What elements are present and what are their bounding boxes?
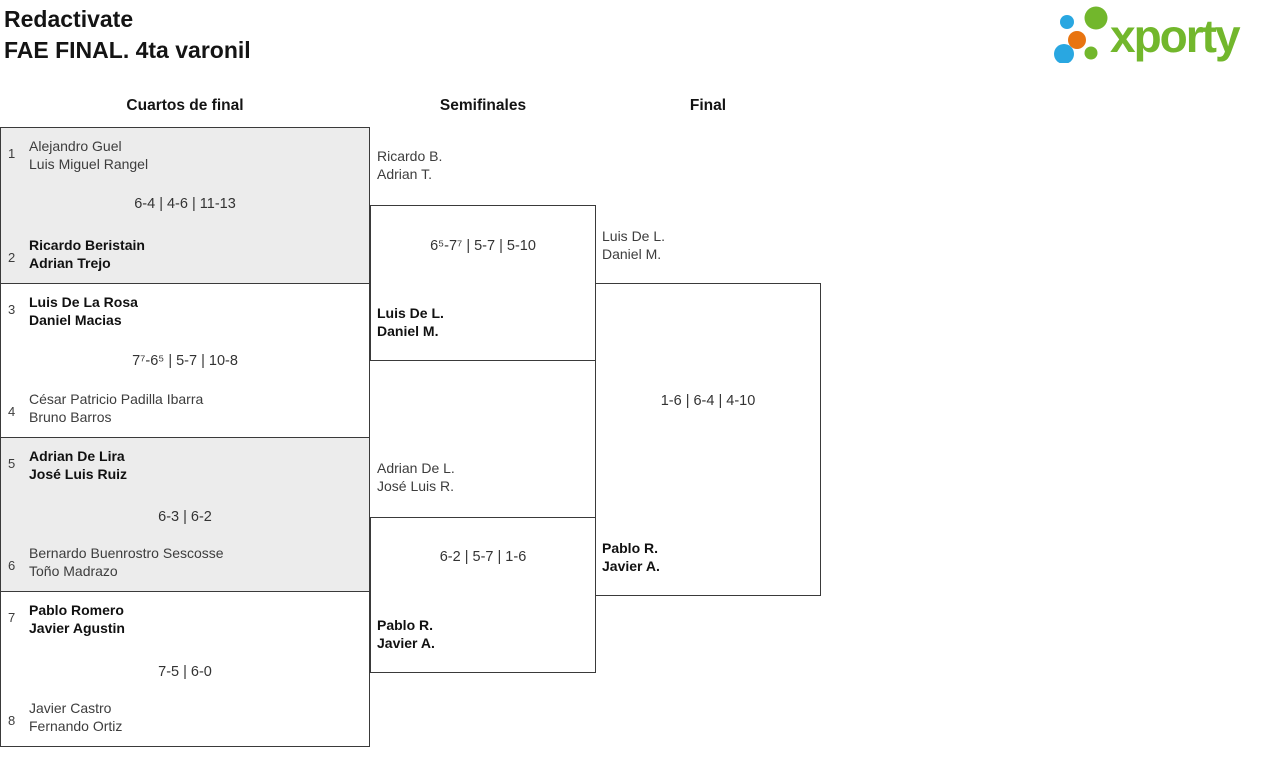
player-name: Javier Castro	[29, 700, 112, 716]
match-score: 7-5 | 6-0	[158, 664, 212, 680]
player-name: César Patricio Padilla Ibarra	[29, 391, 204, 407]
player-name: Javier A.	[377, 634, 435, 651]
team-qf2-bottom: César Patricio Padilla Ibarra Bruno Barr…	[29, 391, 203, 426]
team-sf1-bottom: Luis De L. Daniel M.	[377, 305, 444, 340]
player-name: Ricardo Beristain	[29, 237, 145, 253]
team-sf1-top: Ricardo B. Adrian T.	[377, 148, 442, 183]
match-score: 6⁵-7⁷ | 5-7 | 5-10	[430, 238, 536, 254]
page-title: Redactivate FAE FINAL. 4ta varonil	[4, 4, 251, 66]
player-name: Daniel Macias	[29, 311, 122, 328]
player-name: Fernando Ortiz	[29, 717, 123, 734]
player-name: Daniel M.	[377, 322, 439, 339]
player-name: Luis De L.	[377, 305, 444, 321]
player-name: José Luis R.	[377, 477, 455, 494]
match-score: 6-4 | 4-6 | 11-13	[134, 196, 236, 212]
category-name: FAE FINAL. 4ta varonil	[4, 37, 251, 63]
player-name: Ricardo B.	[377, 148, 443, 164]
player-name: Javier A.	[602, 557, 660, 574]
match-sf2	[370, 517, 596, 673]
team-qf2-top: Luis De La Rosa Daniel Macias	[29, 294, 138, 329]
seed-number: 8	[8, 713, 16, 728]
match-qf3: 5 Adrian De Lira José Luis Ruiz 6-3 | 6-…	[0, 437, 370, 592]
match-qf1: 1 Alejandro Guel Luis Miguel Rangel 6-4 …	[0, 127, 370, 284]
player-name: Toño Madrazo	[29, 562, 118, 579]
match-score: 7⁷-6⁵ | 5-7 | 10-8	[132, 353, 238, 369]
round-header-quarterfinals: Cuartos de final	[126, 97, 244, 114]
seed-number: 3	[8, 302, 16, 317]
team-qf3-bottom: Bernardo Buenrostro Sescosse Toño Madraz…	[29, 545, 224, 580]
logo-wordmark: xporty	[1110, 10, 1241, 62]
player-name: Pablo R.	[602, 540, 659, 556]
player-name: Bernardo Buenrostro Sescosse	[29, 545, 224, 561]
xporty-logo[interactable]: xporty	[1046, 5, 1278, 63]
match-qf4: 7 Pablo Romero Javier Agustin 7-5 | 6-0 …	[0, 591, 370, 747]
team-qf3-top: Adrian De Lira José Luis Ruiz	[29, 448, 127, 483]
player-name: Luis De La Rosa	[29, 294, 138, 310]
team-sf2-bottom: Pablo R. Javier A.	[377, 617, 435, 652]
match-score: 1-6 | 6-4 | 4-10	[660, 393, 756, 409]
match-score: 6-3 | 6-2	[158, 509, 212, 525]
player-name: Pablo Romero	[29, 602, 124, 618]
player-name: Adrian De L.	[377, 460, 455, 476]
team-qf4-top: Pablo Romero Javier Agustin	[29, 602, 125, 637]
seed-number: 1	[8, 146, 16, 161]
player-name: Bruno Barros	[29, 408, 112, 425]
team-qf4-bottom: Javier Castro Fernando Ortiz	[29, 700, 122, 735]
player-name: Luis Miguel Rangel	[29, 155, 149, 172]
seed-number: 7	[8, 610, 16, 625]
team-sf2-top: Adrian De L. José Luis R.	[377, 460, 455, 495]
team-final-top: Luis De L. Daniel M.	[602, 228, 665, 263]
tournament-name: Redactivate	[4, 6, 134, 32]
player-name: Adrian T.	[377, 165, 432, 182]
match-qf2: 3 Luis De La Rosa Daniel Macias 7⁷-6⁵ | …	[0, 283, 370, 438]
round-header-final: Final	[689, 97, 727, 114]
team-final-bottom: Pablo R. Javier A.	[602, 540, 660, 575]
seed-number: 5	[8, 456, 16, 471]
match-score: 6-2 | 5-7 | 1-6	[439, 549, 527, 565]
player-name: Pablo R.	[377, 617, 434, 633]
player-name: Luis De L.	[602, 228, 666, 244]
round-header-semifinals: Semifinales	[439, 97, 527, 114]
player-name: Adrian Trejo	[29, 254, 111, 271]
player-name: José Luis Ruiz	[29, 465, 128, 482]
match-final	[595, 283, 821, 596]
seed-number: 6	[8, 558, 16, 573]
player-name: Javier Agustin	[29, 619, 125, 636]
player-name: Daniel M.	[602, 245, 662, 262]
match-sf1	[370, 205, 596, 361]
logo-dots-icon	[1054, 6, 1108, 63]
player-name: Alejandro Guel	[29, 138, 122, 154]
team-qf1-bottom: Ricardo Beristain Adrian Trejo	[29, 237, 145, 272]
team-qf1-top: Alejandro Guel Luis Miguel Rangel	[29, 138, 148, 173]
seed-number: 4	[8, 404, 16, 419]
player-name: Adrian De Lira	[29, 448, 125, 464]
seed-number: 2	[8, 250, 16, 265]
